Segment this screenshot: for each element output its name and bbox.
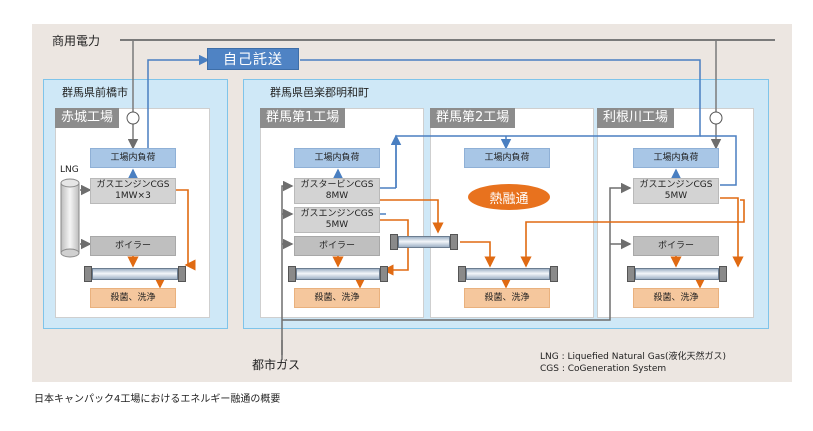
gunma1-steam-header (296, 268, 380, 280)
tonegawa-gas-engine: ガスエンジンCGS 5MW (633, 178, 719, 204)
gunma2-steam-header (466, 268, 550, 280)
heat-transfer-pipe (398, 236, 450, 248)
tonegawa-header-cap-right (719, 266, 727, 282)
plant-gunma2-title: 群馬第2工場 (430, 108, 516, 128)
akagi-load: 工場内負荷 (90, 148, 176, 168)
akagi-gas-engine: ガスエンジンCGS 1MW×3 (90, 178, 176, 204)
akagi-steam-header (92, 268, 178, 280)
gunma2-header-cap-right (550, 266, 558, 282)
plant-gunma2 (430, 108, 594, 318)
plant-akagi-title: 赤城工場 (55, 108, 120, 128)
gunma1-gas-engine: ガスエンジンCGS 5MW (294, 207, 380, 233)
gunma1-gas-engine-capacity: 5MW (325, 220, 349, 230)
gunma2-wash: 殺菌、洗浄 (464, 288, 550, 308)
city-gas-label: 都市ガス (252, 358, 301, 372)
region-maebashi-title: 群馬県前橋市 (62, 86, 128, 99)
legend-lng: LNG : Liquefied Natural Gas(液化天然ガス) (540, 352, 726, 362)
transfer-pipe-cap-right (450, 234, 458, 250)
akagi-header-cap-right (178, 266, 186, 282)
tonegawa-boiler: ボイラー (633, 236, 719, 256)
akagi-header-cap-left (84, 266, 92, 282)
plant-gunma1-title: 群馬第1工場 (260, 108, 346, 128)
tonegawa-wash: 殺菌、洗浄 (633, 288, 719, 308)
tonegawa-steam-header (635, 268, 719, 280)
gunma2-header-cap-left (458, 266, 466, 282)
region-oura-title: 群馬県邑楽郡明和町 (270, 86, 369, 99)
commercial-power-label: 商用電力 (52, 34, 101, 48)
plant-tonegawa-title: 利根川工場 (597, 108, 675, 128)
gunma1-gas-engine-name: ガスエンジンCGS (300, 209, 374, 219)
gunma1-header-cap-right (380, 266, 388, 282)
tonegawa-load: 工場内負荷 (633, 148, 719, 168)
self-wheeling-label: 自己託送 (207, 48, 299, 70)
legend-cgs: CGS : CoGeneration System (540, 364, 667, 374)
lng-tank-label: LNG (60, 165, 79, 175)
tonegawa-gas-engine-capacity: 5MW (664, 191, 688, 201)
gunma1-load: 工場内負荷 (294, 148, 380, 168)
gunma2-load: 工場内負荷 (464, 148, 550, 168)
tonegawa-gas-engine-name: ガスエンジンCGS (639, 180, 713, 190)
akagi-gas-engine-capacity: 1MW×3 (115, 191, 151, 201)
gunma1-header-cap-left (288, 266, 296, 282)
lng-tank-icon (60, 178, 80, 258)
figure-caption: 日本キャンパック4工場におけるエネルギー融通の概要 (34, 394, 281, 405)
gunma1-wash: 殺菌、洗浄 (294, 288, 380, 308)
tonegawa-header-cap-left (627, 266, 635, 282)
gunma1-gas-turbine-name: ガスタービンCGS (300, 180, 374, 190)
akagi-boiler: ボイラー (90, 236, 176, 256)
akagi-wash: 殺菌、洗浄 (90, 288, 176, 308)
gunma1-gas-turbine: ガスタービンCGS 8MW (294, 178, 380, 204)
heat-sharing-label: 熱融通 (468, 184, 550, 210)
gunma1-gas-turbine-capacity: 8MW (325, 191, 349, 201)
gunma1-boiler: ボイラー (294, 236, 380, 256)
akagi-gas-engine-name: ガスエンジンCGS (96, 180, 170, 190)
transfer-pipe-cap-left (390, 234, 398, 250)
plant-tonegawa (597, 108, 754, 318)
